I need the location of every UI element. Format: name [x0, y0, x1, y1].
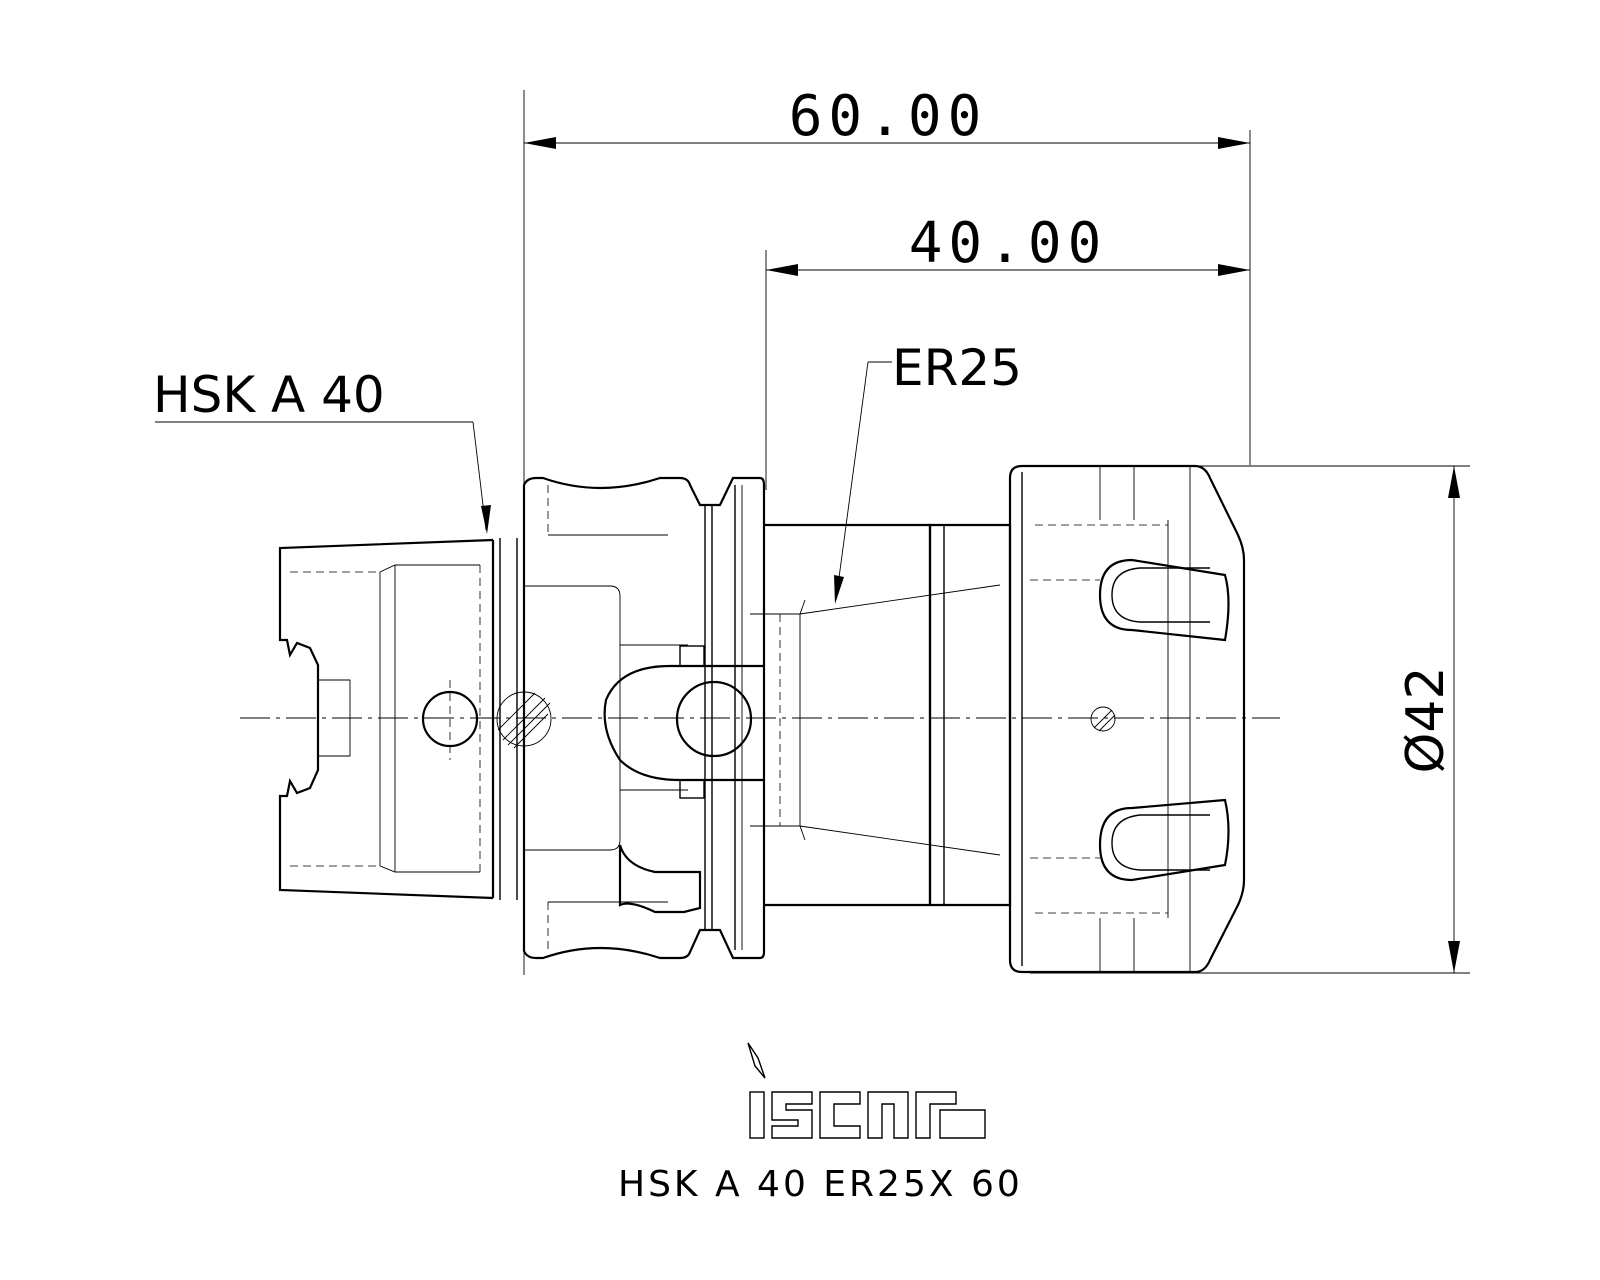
brand-logo: iscar	[0, 0, 986, 1139]
callout-label-hsk: HSK A 40	[153, 366, 385, 424]
section-mark-hole	[496, 691, 552, 747]
collet-nut	[1008, 464, 1246, 974]
brand-logo-text: iscar	[0, 0, 3, 1]
nut-center-mark	[1090, 706, 1116, 732]
dimension-label-diameter: Ø42	[1396, 666, 1456, 773]
hsk-shank	[278, 538, 518, 900]
dimension-gauge-length: 40.00	[765, 211, 1250, 490]
callout-collet: ER25	[834, 339, 1022, 604]
dimension-label-gauge-length: 40.00	[909, 211, 1108, 276]
callout-spindle-interface: HSK A 40	[153, 366, 491, 534]
dimension-overall-length: 60.00	[523, 84, 1251, 975]
flange-cross-hole	[675, 680, 753, 758]
dimension-diameter: Ø42	[1030, 465, 1470, 974]
flange-body	[496, 476, 766, 960]
part-number: HSK A 40 ER25X 60	[618, 1164, 1023, 1205]
neck-body	[750, 523, 1012, 907]
callout-label-er25: ER25	[892, 339, 1022, 397]
dimension-label-overall-length: 60.00	[789, 84, 988, 149]
